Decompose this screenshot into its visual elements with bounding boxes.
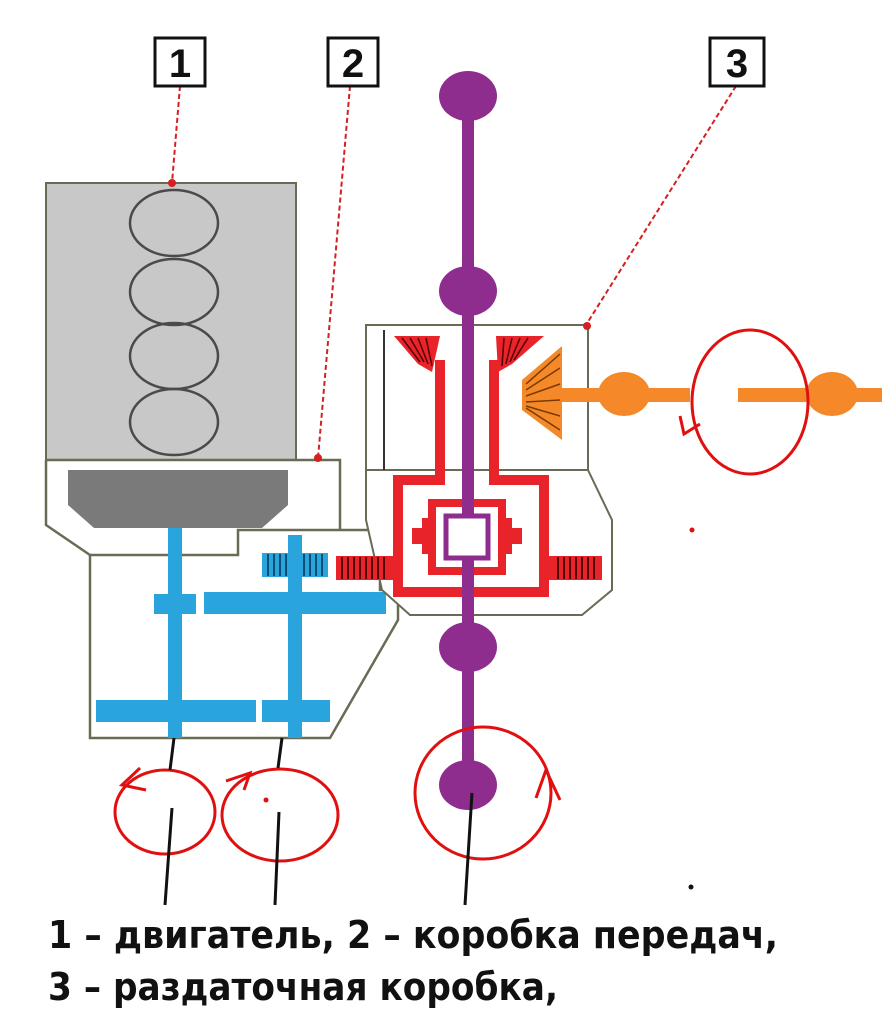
drive-gear <box>262 553 328 577</box>
stray-marks <box>263 527 695 890</box>
front-driveshaft-lower <box>439 560 497 810</box>
transfer-case <box>336 324 613 616</box>
callout-gearbox: 2 <box>326 36 380 88</box>
callout-box <box>153 36 207 88</box>
rotation-circle <box>413 725 553 861</box>
engine-cylinder <box>128 188 220 258</box>
caption-line-1: 1 – двигатель, 2 – коробка передач, <box>48 913 778 957</box>
rotation-arrow-icon <box>118 766 147 792</box>
axle-joint <box>806 372 858 416</box>
driveshaft-joint <box>439 760 497 810</box>
output-shaft <box>288 535 302 738</box>
callout-label-gearbox: 2 <box>342 42 364 86</box>
callout-box <box>326 36 380 88</box>
drive-gear-teeth <box>267 554 323 576</box>
transfer-drive-rack-left <box>336 556 400 580</box>
differential-side-gears <box>412 518 522 554</box>
rotation-marks <box>113 328 810 863</box>
callout-engine: 1 <box>153 36 207 88</box>
transfer-drive-rack-right <box>544 556 602 580</box>
gearbox <box>44 458 400 740</box>
input-shaft <box>168 528 182 738</box>
callout-transfer-case: 3 <box>708 36 766 88</box>
rotation-arrow-icon <box>534 766 562 801</box>
engine-block <box>45 182 297 461</box>
front-bevel-gear <box>522 346 562 440</box>
rotation-circle <box>113 768 217 856</box>
rotation-arrow-icon <box>225 770 253 791</box>
caption-line-2: 3 – раздаточная коробка, <box>48 965 558 1009</box>
gear-pair-lower-left <box>96 700 256 722</box>
gear-pair-upper-left <box>154 594 196 614</box>
callout-leaders <box>171 85 737 459</box>
driveshaft-joint <box>439 622 497 672</box>
gear-pair-lower-right <box>262 700 330 722</box>
callout-box <box>708 36 766 88</box>
output-lines <box>163 737 474 906</box>
axle-joint <box>598 372 650 416</box>
bevel-gear-right <box>496 336 544 372</box>
front-axle-shaft <box>560 372 882 416</box>
rotation-arrow-icon <box>678 415 701 437</box>
engine-cylinder <box>128 257 220 327</box>
gear-pair-upper-right <box>204 592 386 614</box>
engine <box>45 182 297 461</box>
rotation-circle <box>220 767 340 863</box>
driveshaft-joint <box>439 71 497 121</box>
rear-driveshaft <box>439 71 497 515</box>
callout-anchor-dots <box>168 179 591 462</box>
bevel-gear-left <box>394 336 440 372</box>
engine-cylinder <box>128 387 220 457</box>
callout-label-transfer-case: 3 <box>726 42 748 86</box>
differential-center <box>443 513 491 561</box>
clutch-flywheel <box>68 470 288 528</box>
gearbox-housing-top <box>44 460 91 557</box>
rotation-circle <box>690 328 810 476</box>
driveshaft-joint <box>439 266 497 316</box>
callout-label-engine: 1 <box>169 42 191 86</box>
gearbox-gears <box>96 528 386 738</box>
